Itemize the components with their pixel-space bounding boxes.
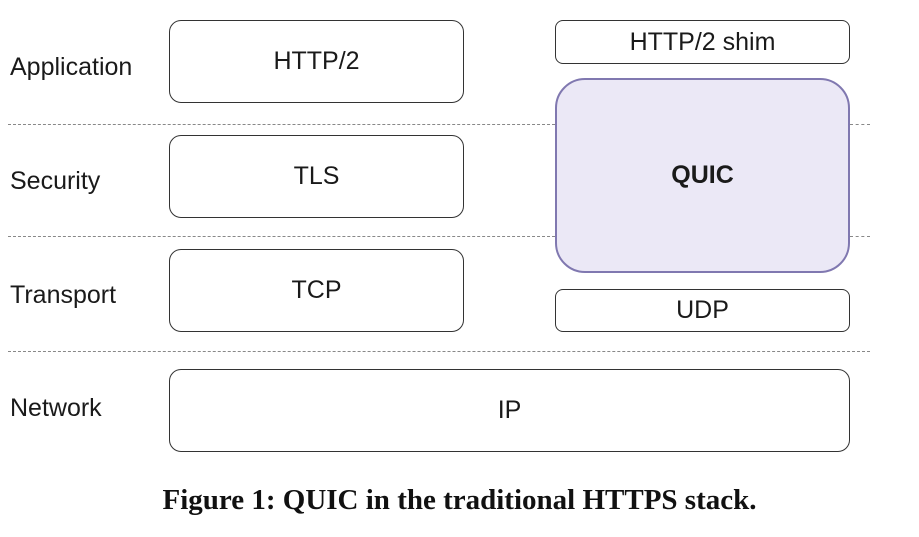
separator-security-transport-left	[8, 236, 555, 237]
tls-box: TLS	[169, 135, 464, 218]
layer-label-transport: Transport	[10, 281, 117, 309]
separator-security-transport-right	[850, 236, 870, 237]
udp-box: UDP	[555, 289, 850, 332]
layer-label-security: Security	[10, 167, 101, 195]
separator-transport-network	[8, 351, 870, 352]
http2-shim-box: HTTP/2 shim	[555, 20, 850, 64]
tls-label: TLS	[293, 162, 340, 190]
separator-application-security-left	[8, 124, 555, 125]
ip-box: IP	[169, 369, 850, 452]
quic-box: QUIC	[555, 78, 850, 273]
tcp-label: TCP	[291, 276, 342, 304]
layer-label-application: Application	[10, 53, 133, 81]
separator-application-security-right	[850, 124, 870, 125]
ip-label: IP	[497, 396, 522, 424]
figure-caption: Figure 1: QUIC in the traditional HTTPS …	[162, 484, 757, 516]
layer-label-network: Network	[10, 394, 102, 422]
http2-box: HTTP/2	[169, 20, 464, 103]
tcp-box: TCP	[169, 249, 464, 332]
http2-label: HTTP/2	[273, 47, 360, 75]
quic-label: QUIC	[671, 161, 734, 189]
http2-shim-label: HTTP/2 shim	[629, 27, 776, 56]
udp-label: UDP	[676, 296, 729, 324]
